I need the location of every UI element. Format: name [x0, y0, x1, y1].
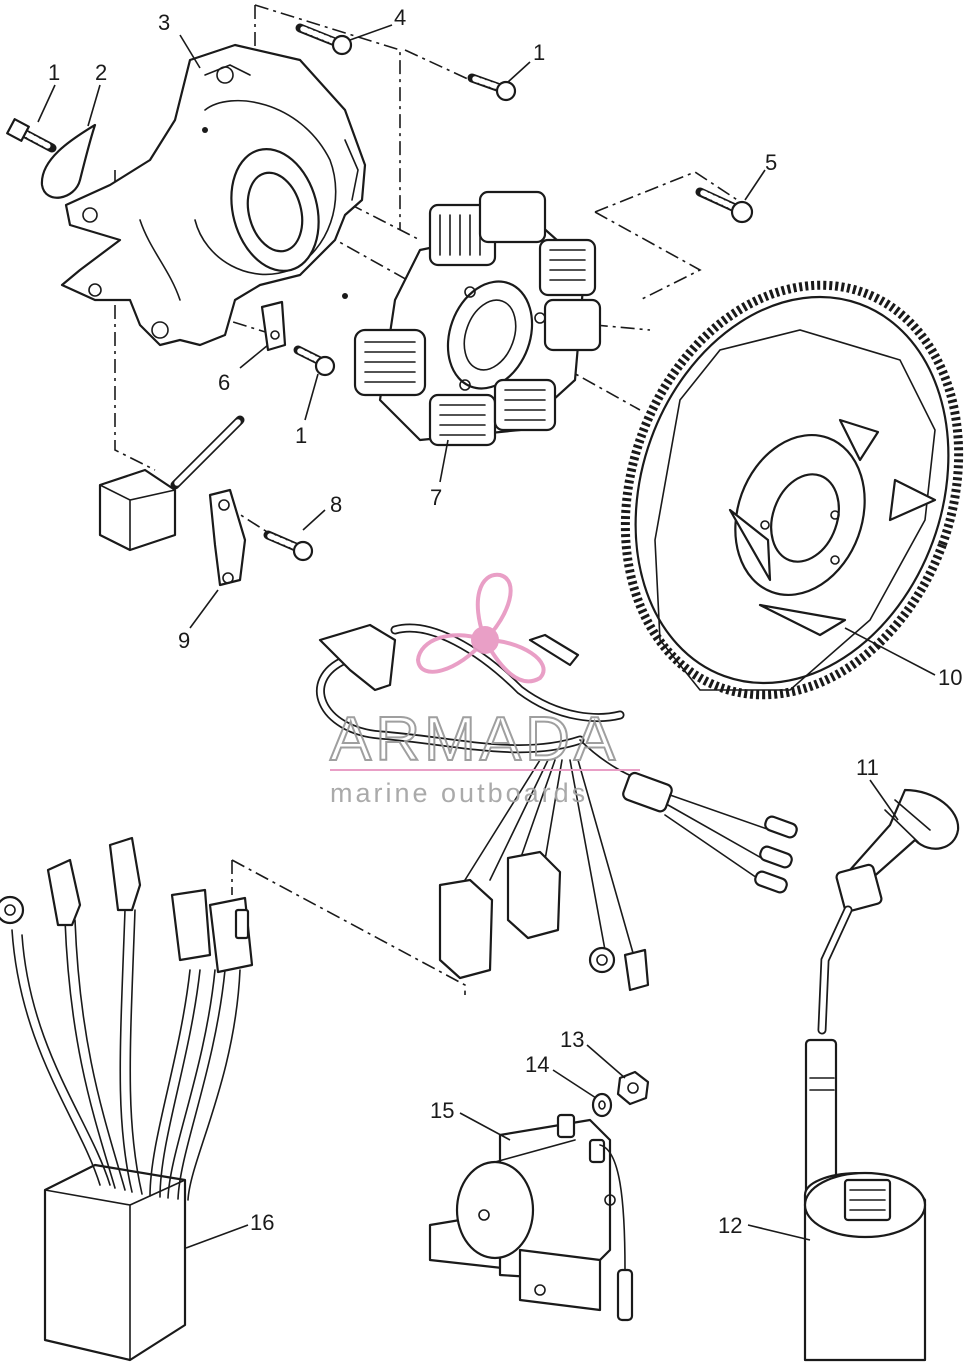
pickup-sensor — [98, 415, 247, 587]
callout-4: 4 — [394, 5, 406, 30]
callout-12: 12 — [718, 1213, 742, 1238]
watermark-subtitle: marine outboards — [330, 778, 588, 808]
bracket-tab — [260, 300, 287, 352]
flywheel — [620, 280, 964, 700]
callout-8: 8 — [330, 492, 342, 517]
callout-15: 15 — [430, 1098, 454, 1123]
screw-1a — [6, 118, 57, 153]
screw-1c — [293, 345, 336, 377]
leader-lines — [37, 24, 936, 1249]
callout-10: 10 — [938, 665, 962, 690]
screw-4 — [295, 23, 353, 56]
callout-1: 1 — [48, 60, 60, 85]
callout-5: 5 — [765, 150, 777, 175]
wire-harness — [316, 623, 798, 992]
screw-5 — [695, 187, 754, 224]
callout-7: 7 — [430, 485, 442, 510]
callout-9: 9 — [178, 628, 190, 653]
screw-8 — [263, 530, 314, 562]
ignition-coil — [803, 788, 960, 1362]
callout-11: 11 — [856, 755, 879, 780]
starter-solenoid — [428, 1113, 634, 1322]
callout-6: 6 — [218, 370, 230, 395]
stator-plate — [60, 43, 367, 347]
callout-3: 3 — [158, 10, 170, 35]
callout-labels: 1 2 3 4 1 5 6 1 7 8 9 10 11 12 13 14 15 … — [48, 5, 962, 1238]
regulator-module — [0, 836, 254, 1362]
propeller-logo — [415, 572, 546, 684]
watermark-title: ARMADA — [330, 705, 619, 774]
callout-14: 14 — [525, 1052, 549, 1077]
callout-2: 2 — [95, 60, 107, 85]
screw-1b — [467, 73, 517, 102]
wire-clip — [40, 123, 97, 199]
callout-1: 1 — [295, 423, 307, 448]
callout-16: 16 — [250, 1210, 274, 1235]
watermark: ARMADA marine outboards — [329, 572, 640, 808]
nut-washer — [591, 1070, 650, 1118]
stator — [353, 190, 602, 447]
callout-13: 13 — [560, 1027, 584, 1052]
callout-1: 1 — [533, 40, 545, 65]
